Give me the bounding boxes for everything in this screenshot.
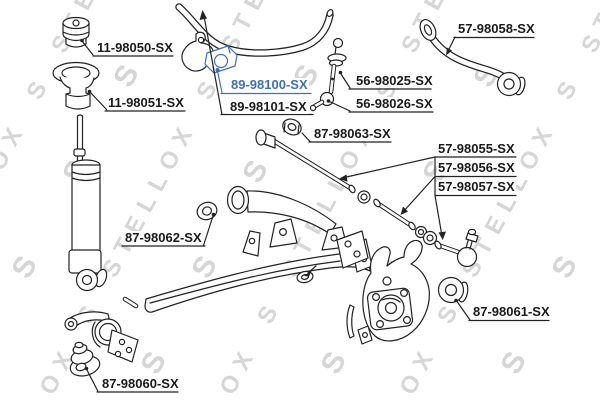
part-strut-mount[interactable] xyxy=(52,61,100,110)
part-label-57-98056[interactable]: 57-98056-SX xyxy=(437,160,516,175)
part-bump-stop-upper[interactable] xyxy=(62,16,90,48)
part-label-87-98063[interactable]: 87-98063-SX xyxy=(313,126,392,141)
part-label-87-98062[interactable]: 87-98062-SX xyxy=(124,230,203,245)
part-label-57-98055[interactable]: 57-98055-SX xyxy=(437,141,516,156)
part-knuckle[interactable] xyxy=(336,230,430,345)
part-adjusting-sleeve[interactable] xyxy=(357,190,438,246)
part-label-56-98025[interactable]: 56-98025-SX xyxy=(355,73,434,88)
part-cone-bump-stop[interactable] xyxy=(68,341,102,379)
part-label-87-98061[interactable]: 87-98061-SX xyxy=(472,304,551,319)
part-label-87-98060[interactable]: 87-98060-SX xyxy=(101,376,180,391)
part-label-57-98057[interactable]: 57-98057-SX xyxy=(437,179,516,194)
leader-lines xyxy=(80,10,550,393)
part-tie-rod-end[interactable] xyxy=(434,228,479,268)
part-label-11-98050[interactable]: 11-98050-SX xyxy=(96,40,174,55)
part-lateral-rod[interactable] xyxy=(255,129,356,194)
part-label-89-98101[interactable]: 89-98101-SX xyxy=(229,99,308,114)
part-upper-control-arm[interactable] xyxy=(417,17,527,97)
part-knuckle-bushing[interactable] xyxy=(437,276,470,304)
part-label-89-98100-highlighted[interactable]: 89-98100-SX xyxy=(230,77,309,92)
part-lower-bracket[interactable] xyxy=(64,311,139,363)
part-label-57-98058[interactable]: 57-98058-SX xyxy=(457,21,536,36)
part-stabilizer-link[interactable] xyxy=(309,37,347,112)
part-rod-bushing[interactable] xyxy=(280,116,304,138)
part-label-56-98026[interactable]: 56-98026-SX xyxy=(355,96,434,111)
part-control-arm[interactable] xyxy=(195,185,337,235)
part-shock-absorber[interactable] xyxy=(68,114,109,292)
part-stabilizer-bar[interactable] xyxy=(175,3,334,57)
part-label-11-98051[interactable]: 11-98051-SX xyxy=(107,95,185,110)
